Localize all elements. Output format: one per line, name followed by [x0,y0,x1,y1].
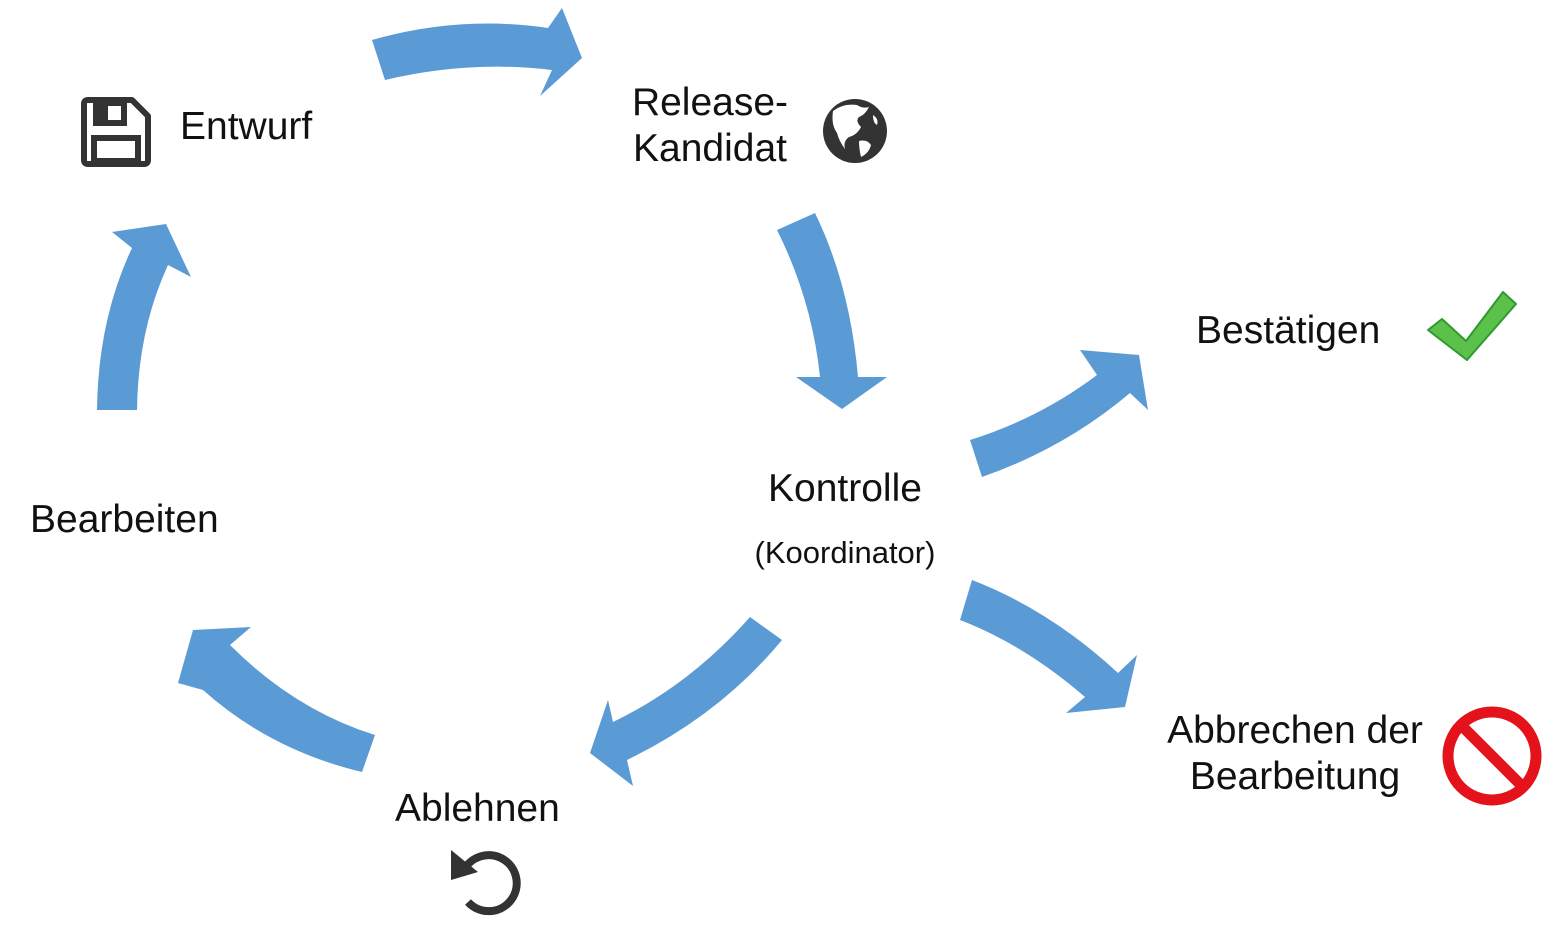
node-kontrolle-label: Kontrolle (Koordinator) [720,466,970,576]
node-release-label: Release- Kandidat [620,80,800,172]
arrow-bearbeiten-to-entwurf [97,224,191,410]
undo-icon [451,850,521,916]
node-bestaetigen-label: Bestätigen [1196,309,1381,352]
checkmark-icon [1427,291,1517,361]
arrow-ablehnen-to-bearbeiten [178,627,375,772]
node-kontrolle-title: Kontrolle [768,467,922,510]
forbidden-icon [1442,706,1542,806]
arrow-kontrolle-to-ablehnen [590,617,782,786]
node-abbrechen-line2: Bearbeitung [1189,755,1401,798]
arrow-entwurf-to-release [372,8,582,96]
node-release-line2: Kandidat [633,127,787,170]
globe-icon [823,99,887,163]
node-kontrolle-sublabel: (Koordinator) [754,535,936,570]
node-entwurf-label: Entwurf [180,105,313,148]
node-release-line1: Release- [631,81,789,124]
floppy-disk-icon [81,97,151,167]
node-abbrechen-line1: Abbrechen der [1167,709,1423,752]
node-ablehnen-label: Ablehnen [395,787,560,830]
arrow-release-to-kontrolle [777,213,887,409]
arrow-kontrolle-to-bestaetigen [970,350,1148,477]
arrow-kontrolle-to-abbrechen [960,580,1137,713]
node-bearbeiten-label: Bearbeiten [30,498,219,541]
node-abbrechen-label: Abbrechen der Bearbeitung [1150,708,1440,800]
